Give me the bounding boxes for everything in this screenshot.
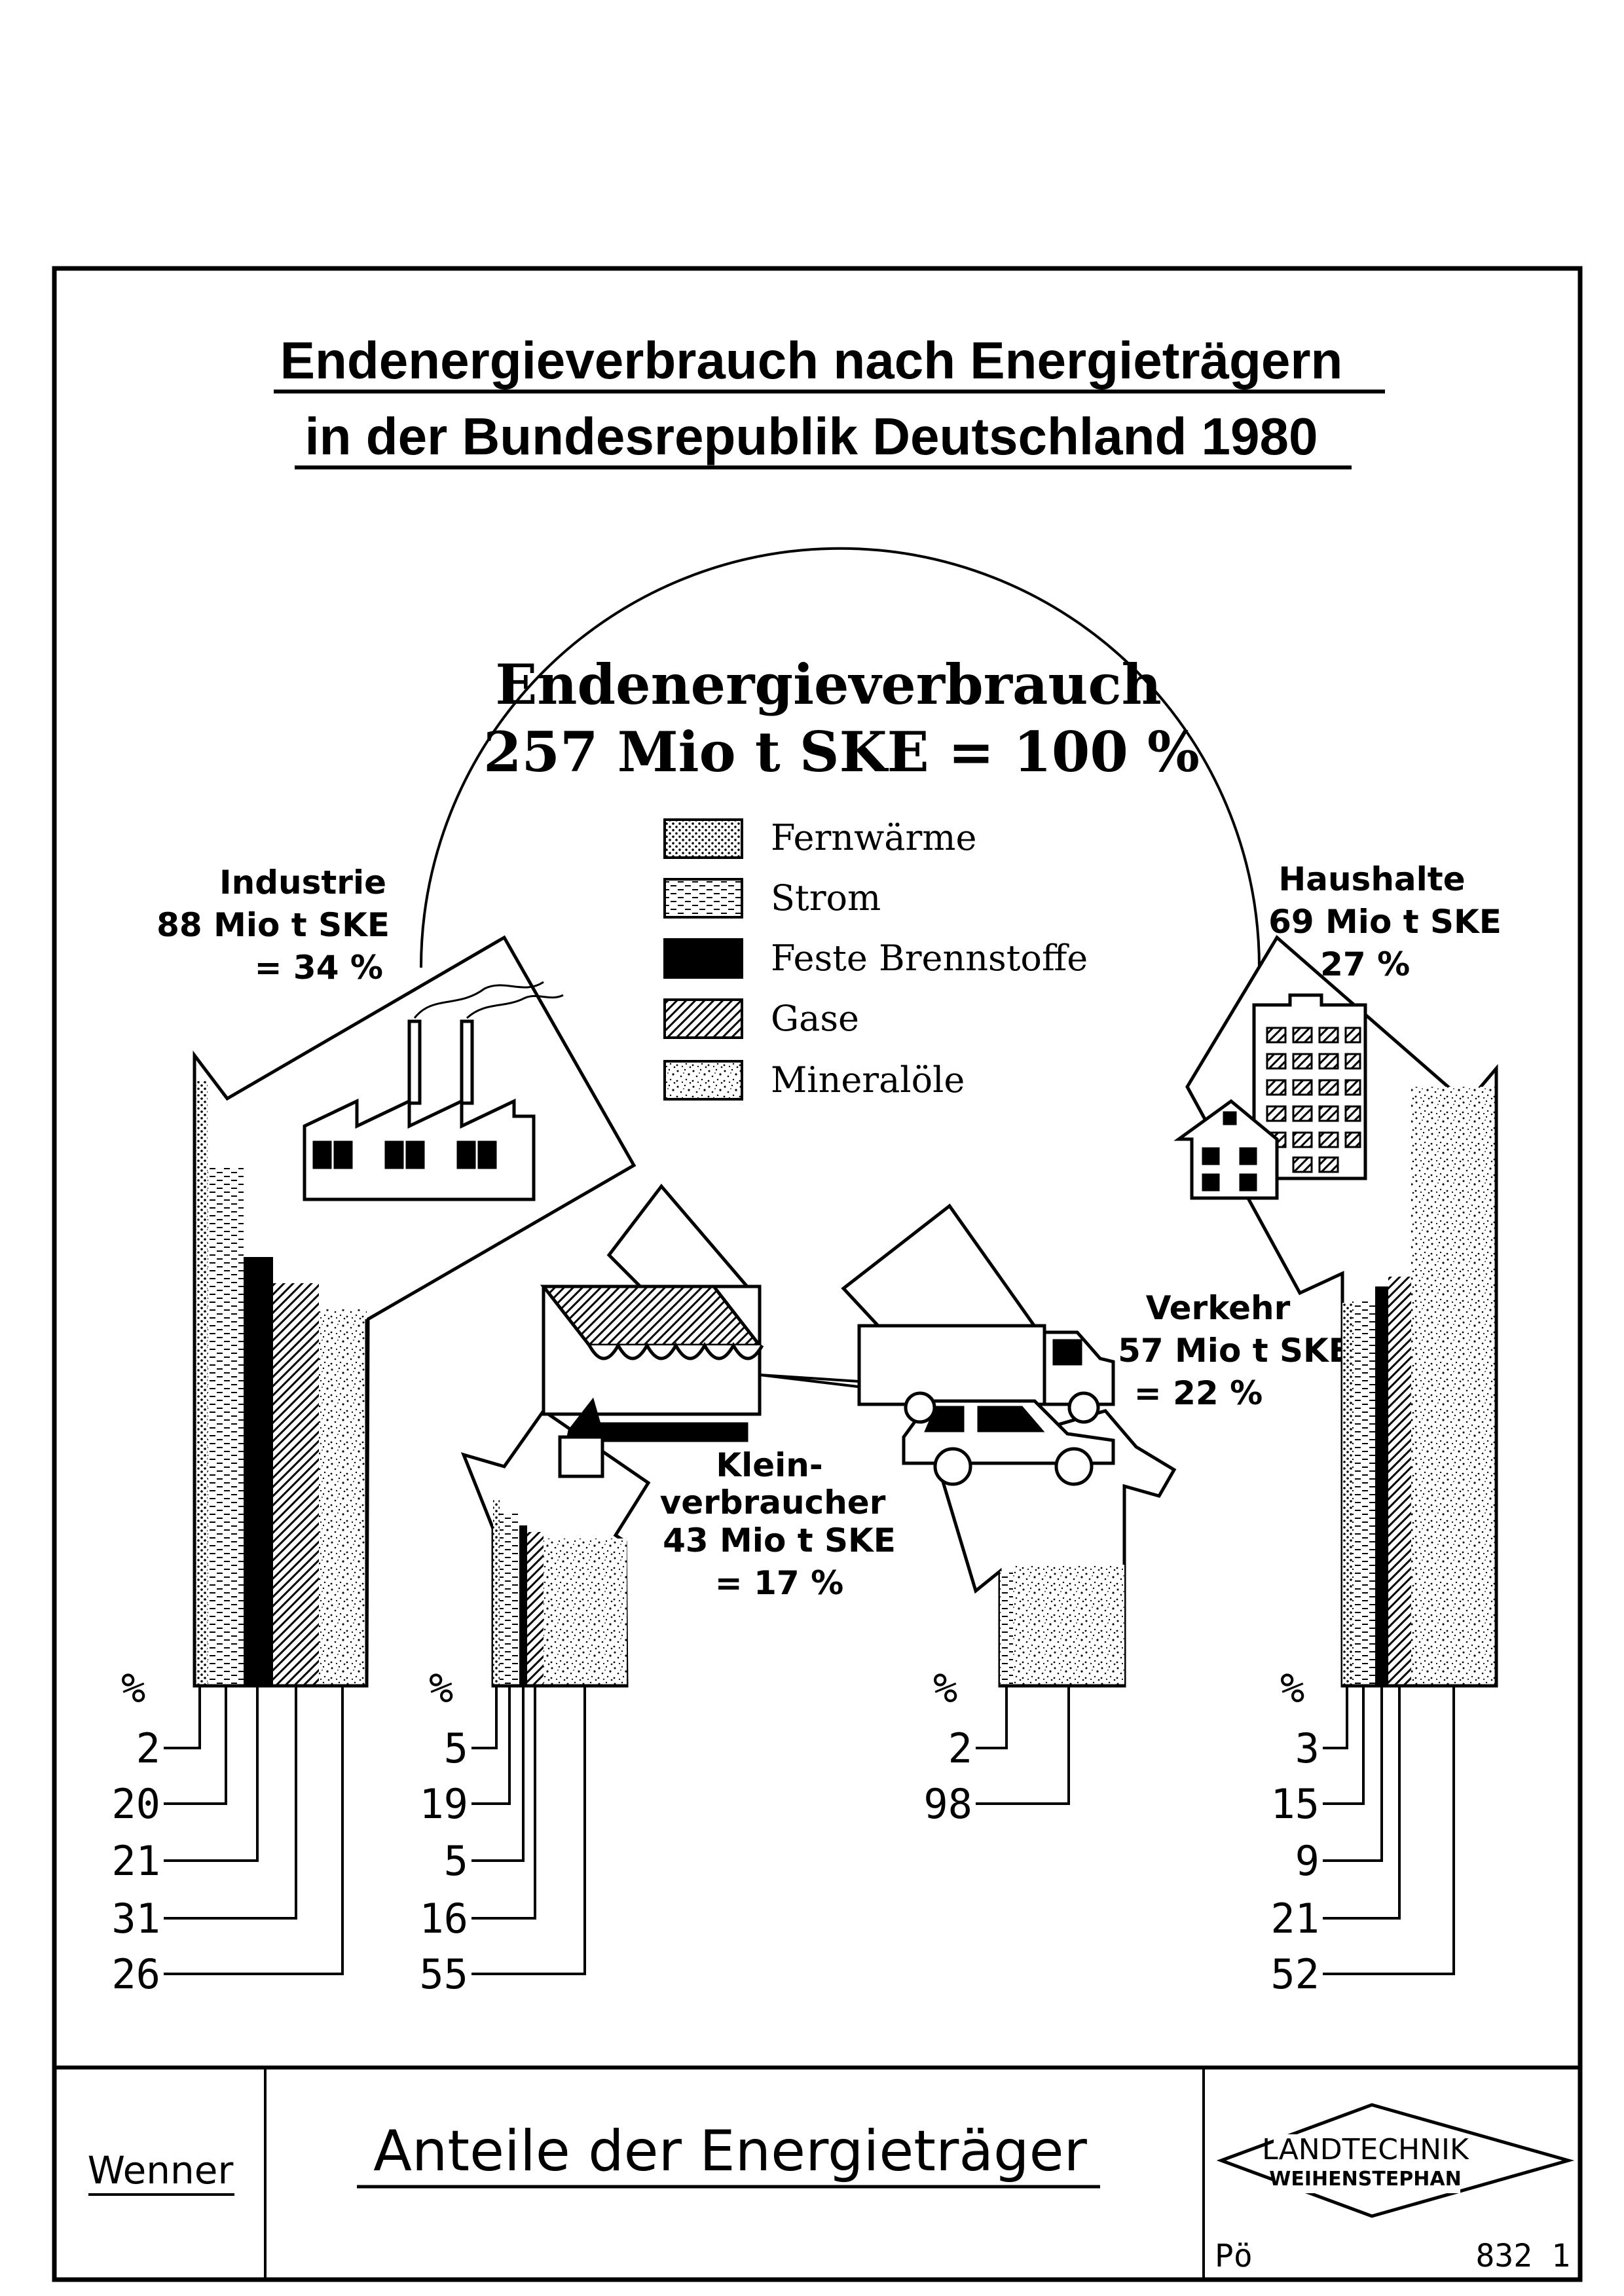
- legend: Fernwärme Strom Feste Brennstoffe Gase M…: [663, 817, 1088, 1101]
- footer-initials: Pö: [1215, 2238, 1253, 2274]
- shop-icon: [540, 1285, 858, 1478]
- haushalte-bar-strom: [1352, 1300, 1375, 1686]
- industrie-pct-feste: 21: [111, 1837, 160, 1885]
- verkehr-bar-mineraloele: [1013, 1565, 1124, 1686]
- haushalte-percent-list: [1323, 1686, 1455, 1975]
- kleinverbraucher-pct-fernwaerme: 5: [444, 1724, 468, 1772]
- haushalte-pct-fernwaerme: 3: [1295, 1724, 1320, 1772]
- industrie-column: [193, 1080, 369, 1688]
- verkehr-name: Verkehr: [1146, 1289, 1291, 1327]
- haushalte-pct-feste: 9: [1295, 1837, 1320, 1885]
- landtechnik-logo: LANDTECHNIK WEIHENSTEPHAN: [1216, 2103, 1575, 2218]
- haushalte-pct-strom: 15: [1270, 1780, 1320, 1828]
- vehicles-icon: [759, 1324, 1115, 1486]
- legend-label-fernwaerme: Fernwärme: [771, 817, 976, 858]
- verkehr-column: [1000, 1565, 1124, 1688]
- legend-swatch-fernwaerme: [663, 818, 743, 859]
- legend-label-mineraloele: Mineralöle: [771, 1059, 965, 1101]
- kleinverbraucher-pct-mineraloele: 55: [419, 1950, 468, 1998]
- haushalte-bar-feste: [1375, 1286, 1388, 1686]
- industrie-bar-gase: [273, 1283, 319, 1686]
- industrie-pct-fernwaerme: 2: [136, 1724, 160, 1772]
- footer-author: Wenner: [88, 2148, 234, 2193]
- industrie-amount: 88 Mio t SKE: [157, 906, 390, 944]
- legend-label-gase: Gase: [771, 998, 859, 1039]
- haushalte-bar-gase: [1388, 1277, 1411, 1686]
- kleinverbraucher-bar-gase: [527, 1532, 544, 1686]
- industrie-bar-feste: [244, 1257, 273, 1686]
- haushalte-amount: 69 Mio t SKE: [1268, 903, 1502, 941]
- verkehr-pct-mineraloele: 98: [923, 1780, 972, 1828]
- logo-line-1: LANDTECHNIK: [1262, 2133, 1469, 2166]
- industrie-share: = 34 %: [255, 949, 383, 987]
- haushalte-bar-mineraloele: [1411, 1087, 1496, 1686]
- industrie-bar-strom: [208, 1165, 244, 1686]
- industrie-pct-gase: 31: [111, 1895, 160, 1942]
- kleinverbraucher-pct-gase: 16: [419, 1895, 468, 1942]
- industrie-pct-strom: 20: [111, 1780, 160, 1828]
- legend-label-strom: Strom: [771, 877, 881, 919]
- industrie-percent-list: [164, 1686, 344, 1975]
- kleinverbraucher-bar-feste: [519, 1525, 527, 1686]
- verkehr-pct-strom: 2: [948, 1724, 972, 1772]
- kleinverbraucher-pct-feste: 5: [444, 1837, 468, 1885]
- title-line-2: in der Bundesrepublik Deutschland 1980: [304, 407, 1318, 465]
- footer-code: 832 1: [1476, 2238, 1571, 2274]
- footer-subtitle: Anteile der Energieträger: [373, 2119, 1087, 2184]
- verkehr-percent-sign: %: [933, 1664, 957, 1712]
- houses-icon: [1173, 993, 1367, 1200]
- factory-icon: [303, 981, 564, 1201]
- legend-label-feste-brennstoffe: Feste Brennstoffe: [771, 938, 1088, 979]
- verkehr-bar-strom: [1000, 1571, 1013, 1686]
- total-circle: [420, 547, 1261, 968]
- kleinverbraucher-percent-sign: %: [429, 1664, 453, 1712]
- haushalte-pct-mineraloele: 52: [1270, 1950, 1320, 1998]
- industrie-name: Industrie: [219, 864, 386, 902]
- verkehr-share: = 22 %: [1134, 1374, 1263, 1412]
- kleinverbraucher-bar-strom: [500, 1512, 519, 1686]
- industrie-bar-mineraloele: [319, 1309, 367, 1686]
- kleinverbraucher-percent-list: [471, 1686, 586, 1975]
- title-line-1: Endenergieverbrauch nach Energieträgern: [280, 331, 1343, 390]
- legend-swatch-feste-brennstoffe: [663, 938, 743, 979]
- haushalte-pct-gase: 21: [1270, 1895, 1320, 1942]
- haushalte-name: Haushalte: [1278, 860, 1465, 898]
- total-value: 257 Mio t SKE = 100 %: [483, 720, 1200, 784]
- total-label: Endenergieverbrauch: [495, 652, 1161, 717]
- legend-swatch-mineraloele: [663, 1060, 743, 1101]
- haushalte-percent-sign: %: [1280, 1664, 1304, 1712]
- kleinverbraucher-bar-mineraloele: [544, 1539, 627, 1686]
- logo-line-2: WEIHENSTEPHAN: [1269, 2168, 1461, 2191]
- industrie-bar-fernwaerme: [194, 1080, 208, 1686]
- kleinverbraucher-pct-strom: 19: [419, 1780, 468, 1828]
- legend-swatch-gase: [663, 998, 743, 1039]
- industrie-percent-sign: %: [121, 1664, 145, 1712]
- kleinverbraucher-column: [493, 1499, 627, 1688]
- kleinverbraucher-share: = 17 %: [715, 1564, 843, 1602]
- verkehr-amount: 57 Mio t SKE: [1118, 1332, 1351, 1370]
- kleinverbraucher-bar-fernwaerme: [493, 1499, 500, 1686]
- verkehr-percent-list: [976, 1686, 1070, 1805]
- kleinverbraucher-name-1: Klein-: [716, 1446, 822, 1484]
- industrie-pct-mineraloele: 26: [111, 1950, 160, 1998]
- haushalte-column: [1342, 1080, 1498, 1688]
- outer-frame: [52, 266, 1583, 2282]
- kleinverbraucher-amount: 43 Mio t SKE: [663, 1522, 896, 1559]
- haushalte-bar-fernwaerme: [1342, 1303, 1352, 1686]
- kleinverbraucher-name-2: verbraucher: [660, 1484, 886, 1522]
- legend-swatch-strom: [663, 878, 743, 919]
